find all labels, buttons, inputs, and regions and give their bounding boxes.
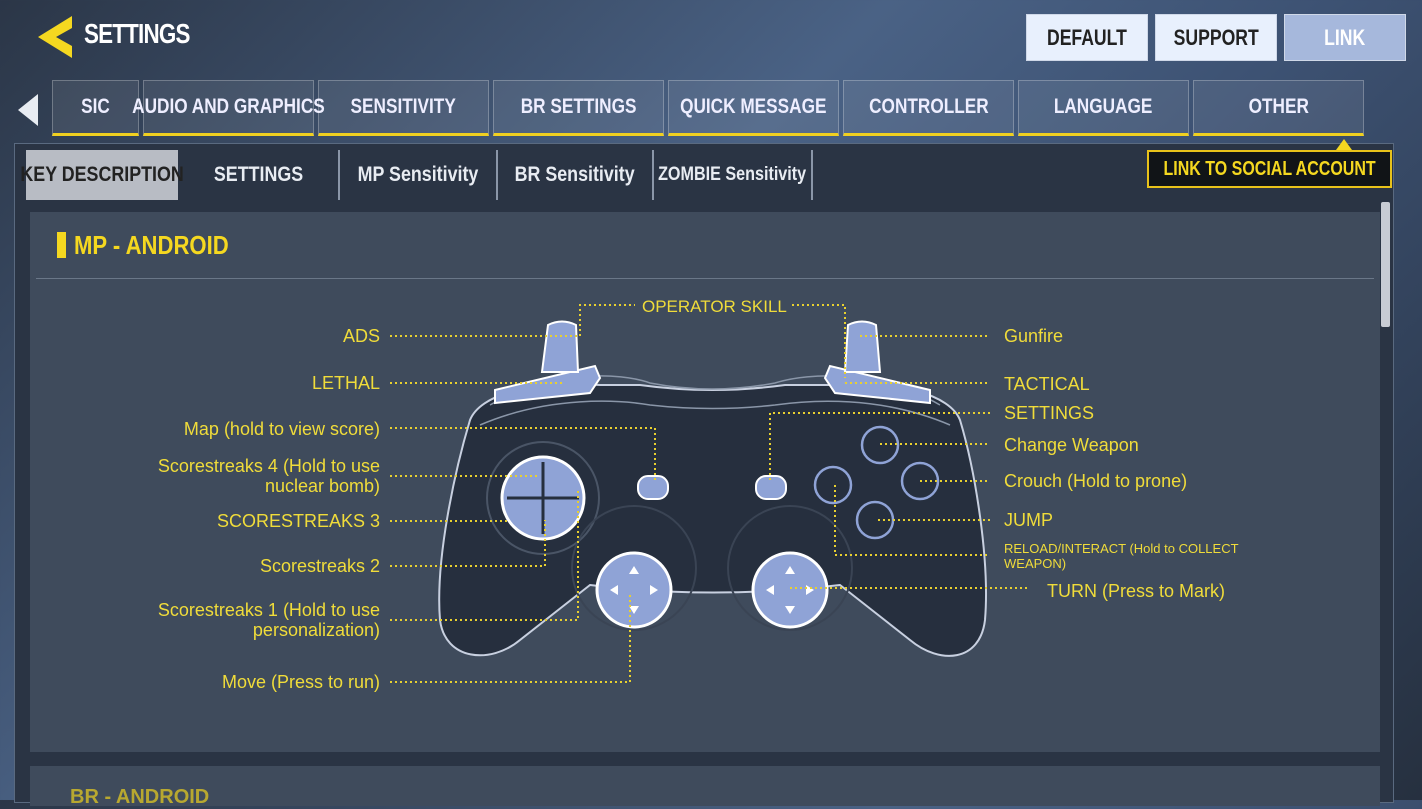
- subtab-zombie-sensitivity[interactable]: ZOMBIE Sensitivity: [654, 150, 813, 200]
- tab-sensitivity[interactable]: SENSITIVITY: [318, 80, 489, 136]
- subtab-label: BR Sensitivity: [514, 163, 636, 186]
- label-lethal: LETHAL: [311, 373, 380, 393]
- label-turn: TURN (Press to Mark): [1047, 581, 1226, 601]
- br-android-section: BR - ANDROID: [30, 766, 1380, 808]
- subtab-label: SETTINGS: [214, 163, 304, 186]
- tab-label: QUICK MESSAGE: [680, 95, 827, 118]
- label-line: RELOAD/INTERACT (Hold to COLLECT: [1004, 541, 1239, 556]
- tooltip-pointer-icon: [1336, 139, 1352, 150]
- subtab-label: KEY DESCRIPTION: [20, 163, 184, 186]
- label-crouch: Crouch (Hold to prone): [1004, 471, 1188, 491]
- divider: [36, 278, 1374, 279]
- subtab-label: MP Sensitivity: [357, 163, 479, 186]
- label-gunfire: Gunfire: [1004, 326, 1064, 346]
- tab-label: SENSITIVITY: [350, 95, 457, 118]
- label-tactical: TACTICAL: [1004, 374, 1090, 394]
- link-button[interactable]: LINK: [1284, 14, 1406, 61]
- leader-lines: [390, 304, 1030, 683]
- section-title: MP - ANDROID: [74, 230, 256, 261]
- tab-quick-message[interactable]: QUICK MESSAGE: [668, 80, 839, 136]
- left-trigger: [540, 320, 580, 373]
- link-label: LINK: [1324, 24, 1366, 50]
- label-line: WEAPON): [1004, 556, 1067, 571]
- page-title: SETTINGS: [84, 18, 190, 49]
- label-scorestreaks-2: Scorestreaks 2: [259, 556, 380, 576]
- subtab-label: ZOMBIE Sensitivity: [658, 164, 807, 185]
- label-map: Map (hold to view score): [183, 419, 380, 439]
- dpad: [595, 551, 673, 629]
- tab-controller[interactable]: CONTROLLER: [843, 80, 1014, 136]
- label-change-weapon: Change Weapon: [1004, 435, 1139, 455]
- tab-other[interactable]: OTHER: [1193, 80, 1364, 136]
- default-label: DEFAULT: [1047, 24, 1127, 50]
- default-button[interactable]: DEFAULT: [1026, 14, 1148, 61]
- right-trigger: [843, 320, 882, 373]
- tab-label: SIC: [81, 95, 110, 118]
- tab-audio-graphics[interactable]: AUDIO AND GRAPHICS: [132, 80, 325, 136]
- label-jump: JUMP: [1004, 510, 1053, 530]
- tab-br-settings[interactable]: BR SETTINGS: [493, 80, 664, 136]
- controller-body: [438, 375, 987, 657]
- tab-label: CONTROLLER: [868, 95, 989, 118]
- label-settings: SETTINGS: [1004, 403, 1095, 423]
- subtab-key-description[interactable]: KEY DESCRIPTION: [20, 150, 184, 200]
- tabs-scroll-left-icon[interactable]: [18, 94, 38, 126]
- label-operator-skill: OPERATOR SKILL: [642, 297, 787, 316]
- tab-basic[interactable]: SIC: [52, 80, 139, 136]
- dpad-cross: [507, 462, 579, 534]
- label-line: Scorestreaks 1 (Hold to use: [157, 600, 380, 620]
- tab-language[interactable]: LANGUAGE: [1018, 80, 1189, 136]
- map-button: [637, 475, 669, 500]
- tab-label: BR SETTINGS: [520, 95, 637, 118]
- label-move: Move (Press to run): [221, 672, 380, 692]
- tooltip-text: LINK TO SOCIAL ACCOUNT: [1163, 157, 1376, 180]
- back-arrow-icon[interactable]: [34, 14, 76, 60]
- scrollbar[interactable]: [1381, 202, 1390, 327]
- link-tooltip: LINK TO SOCIAL ACCOUNT: [1147, 150, 1392, 188]
- label-line: Scorestreaks 4 (Hold to use: [157, 456, 380, 476]
- subtab-mp-sensitivity[interactable]: MP Sensitivity: [340, 150, 498, 200]
- settings-button: [755, 475, 787, 500]
- tab-label: LANGUAGE: [1054, 95, 1153, 118]
- section-title-text: MP - ANDROID: [74, 230, 229, 260]
- tab-label: AUDIO AND GRAPHICS: [132, 95, 325, 118]
- label-line: nuclear bomb): [264, 476, 380, 496]
- tab-label: OTHER: [1248, 95, 1309, 118]
- support-label: SUPPORT: [1173, 24, 1259, 50]
- subtab-br-sensitivity[interactable]: BR Sensitivity: [498, 150, 654, 200]
- label-line: personalization): [252, 620, 380, 640]
- right-stick: [751, 551, 829, 629]
- section-marker: [57, 232, 66, 258]
- subtab-settings[interactable]: SETTINGS: [180, 150, 340, 200]
- support-button[interactable]: SUPPORT: [1155, 14, 1277, 61]
- face-buttons: [813, 425, 940, 540]
- label-scorestreaks-3: SCORESTREAKS 3: [216, 511, 380, 531]
- label-ads: ADS: [342, 326, 380, 346]
